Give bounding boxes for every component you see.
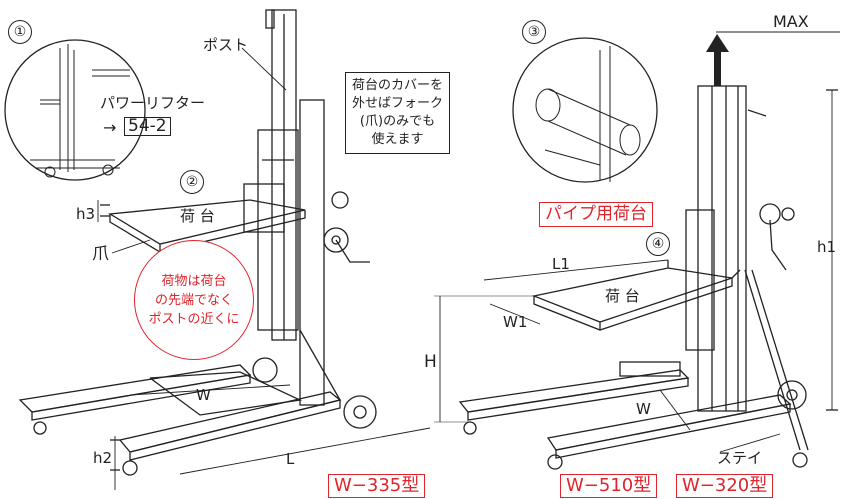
marker-1-text: ① xyxy=(13,24,27,40)
dim-W1: W1 xyxy=(503,313,528,331)
marker-2-text: ② xyxy=(185,174,199,190)
dim-h2: h2 xyxy=(93,449,113,467)
marker-2: ② xyxy=(180,170,204,194)
model-w510: W−510型 xyxy=(560,474,658,498)
inset-1-sketch xyxy=(30,44,130,178)
marker-3: ③ xyxy=(522,20,546,44)
dim-h1: h1 xyxy=(817,238,837,256)
h3-label: h3 xyxy=(76,205,96,223)
dim-W-left: W xyxy=(196,386,211,404)
max-arrow-icon xyxy=(706,34,729,86)
marker-1: ① xyxy=(8,20,32,44)
platform-label-left: 荷 台 xyxy=(180,207,215,225)
marker-4-text: ④ xyxy=(651,236,665,252)
power-lifter-label: パワーリフター xyxy=(100,94,206,112)
marker-4: ④ xyxy=(646,232,670,256)
load-note: 荷物は荷台 の先端でなく ポストの近くに xyxy=(134,240,254,360)
dim-L1: L1 xyxy=(552,255,570,273)
marker-3-text: ③ xyxy=(527,24,541,40)
model-w320: W−320型 xyxy=(676,474,774,498)
stay-label: ステイ xyxy=(717,449,763,467)
dim-W-right: W xyxy=(636,400,651,418)
pipe-platform-label: パイプ用荷台 xyxy=(539,202,653,227)
cover-note: 荷台のカバーを 外せばフォーク (爪)のみでも 使えます xyxy=(345,72,451,154)
claw-label: 爪 xyxy=(92,244,109,264)
post-right xyxy=(697,85,747,412)
dim-L: L xyxy=(286,450,295,468)
model-w335: W−335型 xyxy=(328,474,426,498)
platform-label-right: 荷 台 xyxy=(605,287,640,305)
max-label: MAX xyxy=(773,12,809,31)
arrow-icon: → xyxy=(103,118,117,137)
ref-box: 54-2 xyxy=(124,117,171,136)
inset-circle-1 xyxy=(4,39,146,181)
dim-H: H xyxy=(424,352,437,372)
inset-3-sketch xyxy=(535,46,641,182)
post-label: ポスト xyxy=(203,36,249,54)
inset-circle-3 xyxy=(512,37,658,183)
